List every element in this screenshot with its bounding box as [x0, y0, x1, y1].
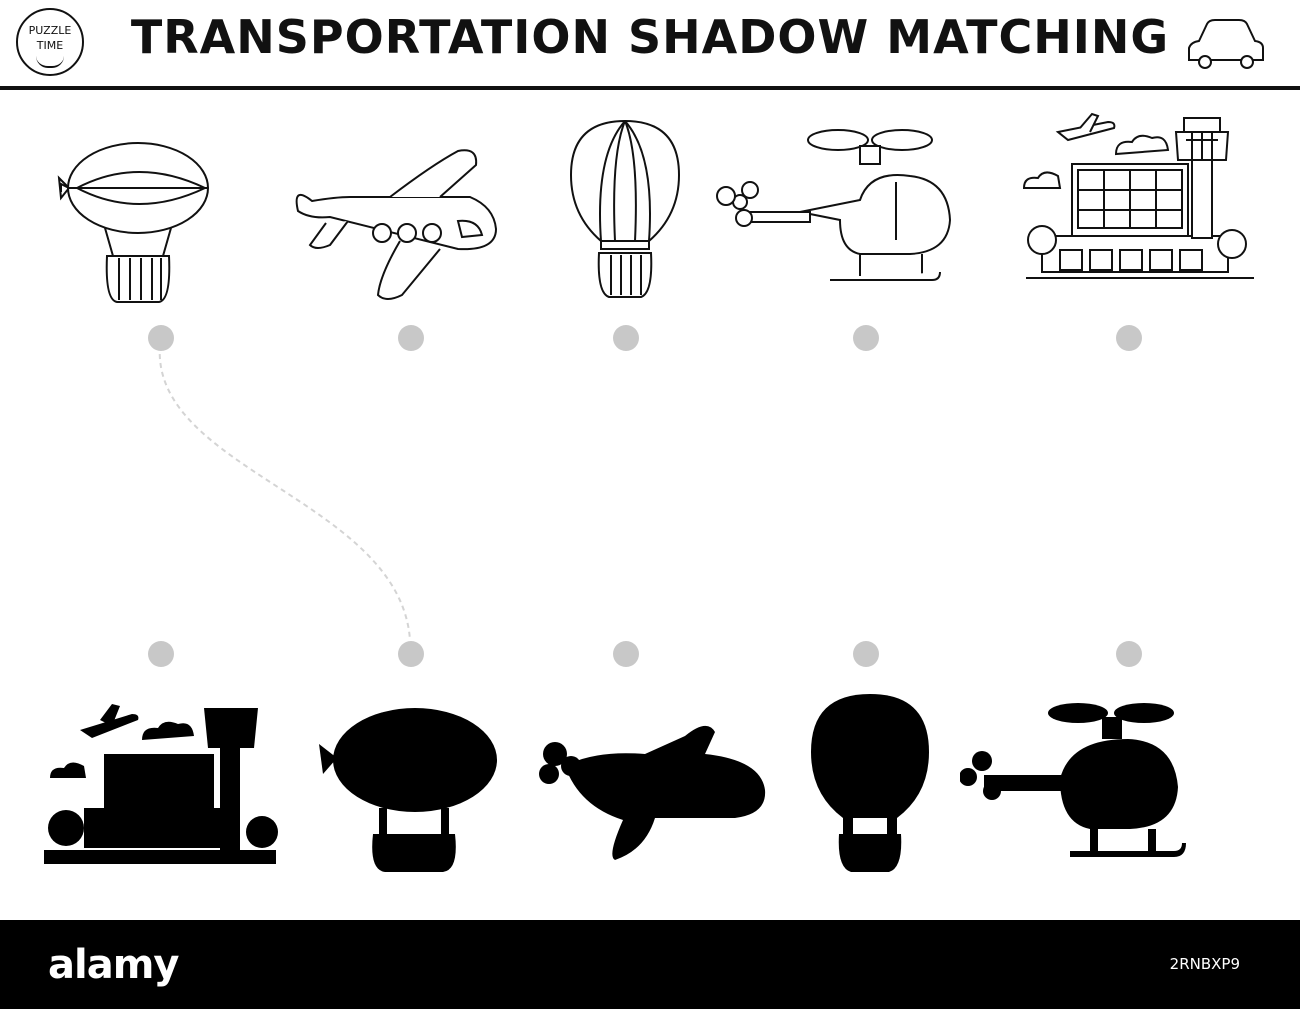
title-divider	[0, 86, 1300, 90]
alamy-logo: alamy	[48, 942, 179, 988]
dot-top-4[interactable]	[853, 325, 879, 351]
helicopter-outline-icon[interactable]	[710, 120, 960, 295]
airplane-outline-icon[interactable]	[290, 145, 505, 305]
airport-outline-icon[interactable]	[1020, 110, 1260, 290]
match-line	[158, 344, 411, 641]
dot-top-1[interactable]	[148, 325, 174, 351]
hot-air-balloon-outline-icon[interactable]	[565, 115, 685, 310]
airplane-silhouette-icon[interactable]	[535, 710, 775, 865]
puzzle-time-badge: PUZZLE TIME	[16, 8, 84, 76]
badge-line2: TIME	[36, 39, 64, 52]
page-title: TRANSPORTATION SHADOW MATCHING	[130, 10, 1170, 64]
smile-icon	[36, 56, 64, 68]
dot-bottom-2[interactable]	[398, 641, 424, 667]
dot-bottom-5[interactable]	[1116, 641, 1142, 667]
helicopter-silhouette-icon[interactable]	[960, 695, 1200, 865]
badge-line1: PUZZLE	[28, 24, 72, 37]
dot-bottom-3[interactable]	[613, 641, 639, 667]
airship-outline-icon[interactable]	[55, 130, 215, 305]
dot-bottom-4[interactable]	[853, 641, 879, 667]
airship-silhouette-icon[interactable]	[315, 700, 505, 875]
dot-top-3[interactable]	[613, 325, 639, 351]
car-outline-icon	[1188, 19, 1264, 69]
dot-top-2[interactable]	[398, 325, 424, 351]
hot-air-balloon-silhouette-icon[interactable]	[805, 690, 935, 875]
image-id: 2RNBXP9	[1169, 955, 1240, 973]
worksheet: PUZZLE TIME TRANSPORTATION SHADOW MATCHI…	[0, 8, 1300, 875]
dot-bottom-1[interactable]	[148, 641, 174, 667]
stock-footer: alamy 2RNBXP9	[0, 920, 1300, 1009]
airport-silhouette-icon[interactable]	[40, 690, 280, 875]
dot-top-5[interactable]	[1116, 325, 1142, 351]
